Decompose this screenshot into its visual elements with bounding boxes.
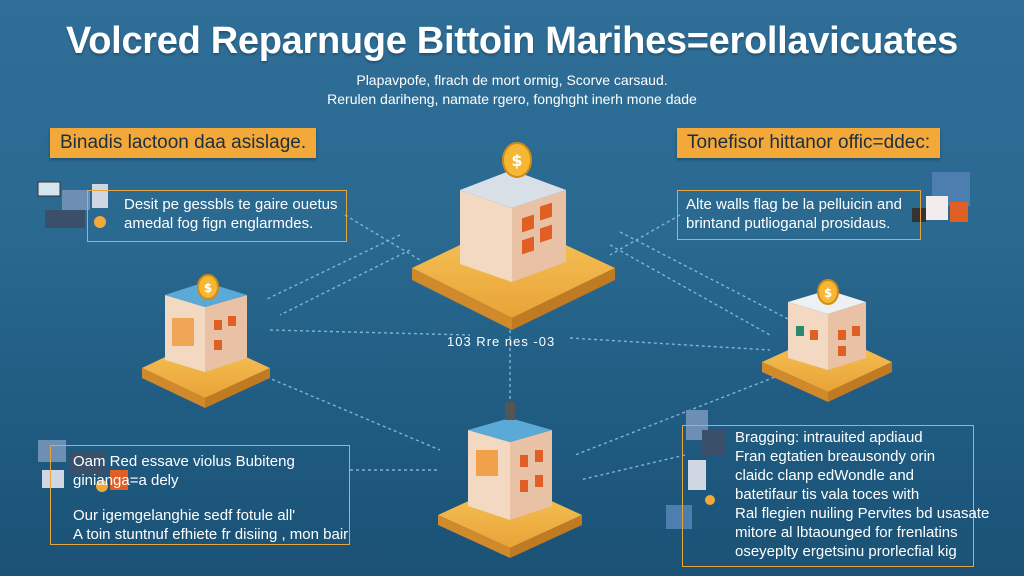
bitcoin-coin-icon-right: $ [817,279,839,305]
link-top-to-right [609,244,771,336]
link-left-to-bottom [249,369,441,451]
page-title: Volcred Reparnuge Bittoin Marihes=erolla… [66,20,958,62]
link-boxbr [579,454,686,481]
info-box-top-left: Desit pe gessbls te gaire ouetus amedal … [87,190,347,242]
info-line: Oam Red essave violus Bubiteng [73,453,295,470]
info-line: Ral flegien nuiling Pervites bd usasate [735,505,990,522]
link-boxtr [609,214,681,256]
device-cluster-bottom-left [38,440,128,492]
connection-lines [249,214,791,481]
info-line: batetifaur tis vala toces with [735,486,920,503]
info-line: claidc clanp edWondle and [735,467,915,484]
info-line: brintand putlioganal prosidaus. [686,215,891,232]
banner-left: Binadis lactoon daa asislage. [50,128,317,158]
info-line: A toin stuntnuf efhiete fr disiing , mon… [73,526,349,543]
link-right-to-bottom [574,374,781,456]
building-top [412,170,615,330]
info-line: ginianga=a dely [73,472,179,489]
info-line: amedal fog fign englarmdes. [124,215,314,232]
subtitle-line-2: Rerulen dariheng, namate rgero, fonghght… [327,91,697,107]
center-label: 103 Rre nes -03 [447,334,556,349]
info-line: Bragging: intrauited apdiaud [735,429,923,446]
svg-text:$: $ [511,151,522,170]
info-line: Our igemgelanghie sedf fotule all' [73,507,296,524]
building-bottom [438,402,582,558]
bitcoin-coin-icon-left: $ [197,274,219,300]
info-box-bottom-left: Oam Red essave violus Bubiteng ginianga=… [50,445,350,545]
subtitle-line-1: Plapavpofe, flrach de mort ormig, Scorve… [356,72,668,88]
link-top-to-right-2 [619,231,791,321]
link-top-to-left-2 [264,234,401,301]
info-line: oseyeplty ergetsinu prorlecfial kig [735,543,957,560]
info-line: Fran egtatien breausondy orin [735,448,936,465]
info-box-bottom-right: Bragging: intrauited apdiaud Fran egtati… [682,425,990,567]
link-center-to-right [569,337,771,351]
link-top-to-left [279,249,411,316]
building-left [142,282,270,408]
svg-text:$: $ [204,281,212,295]
info-box-top-right: Alte walls flag be la pelluicin and brin… [677,190,921,240]
bitcoin-coin-icon: $ [502,142,532,178]
banner-right: Tonefisor hittanor offic=ddec: [677,128,941,158]
link-left-to-center [269,329,471,336]
svg-text:$: $ [824,286,832,300]
device-cluster-top-right [912,172,970,222]
building-right [762,290,892,402]
info-line: Desit pe gessbls te gaire ouetus [124,196,338,213]
info-line: Alte walls flag be la pelluicin and [686,196,902,213]
device-cluster-bottom-right [666,410,726,529]
link-boxtl [344,214,421,261]
info-line: mitore al lbtaounged for frenlatins [735,524,958,541]
